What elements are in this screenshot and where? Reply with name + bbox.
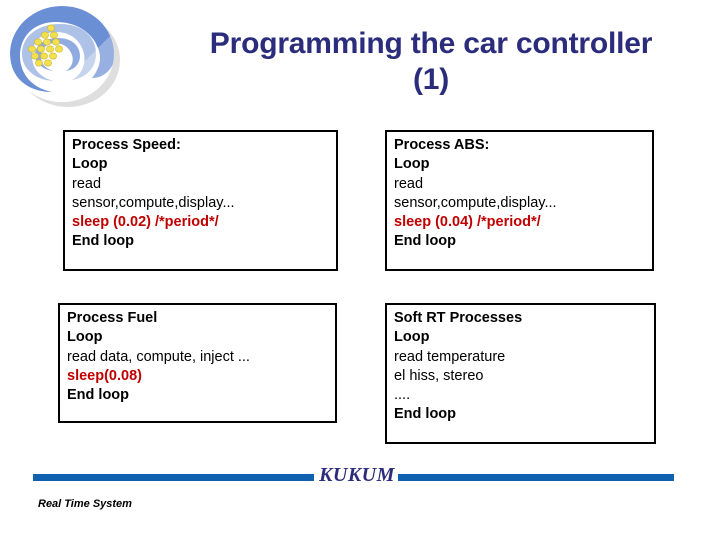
footer-brand: KUKUM [319, 464, 395, 486]
code-line-sleep: sleep (0.04) /*period*/ [394, 214, 541, 231]
code-line: Process ABS: [394, 137, 490, 153]
code-line: Loop [72, 156, 108, 173]
footer-rule-right [398, 474, 674, 481]
code-line: Loop [67, 329, 103, 346]
code-line: sensor,compute,display... [72, 194, 235, 211]
code-line: read [394, 175, 424, 192]
code-line: Process Speed: [72, 137, 181, 153]
slide-title-line-2: (1) [412, 63, 450, 96]
code-line: End loop [394, 233, 457, 250]
code-line: Loop [394, 156, 430, 173]
code-line: Loop [394, 329, 430, 346]
footer-rule-left [33, 474, 314, 481]
code-line: End loop [72, 233, 135, 250]
code-line: read temperature [394, 348, 506, 365]
code-box-process-fuel: Process Fuel Loop read data, compute, in… [58, 303, 337, 423]
code-line: End loop [394, 406, 457, 423]
code-line-sleep: sleep(0.08) [67, 367, 142, 384]
kukum-swirl-logo [4, 2, 128, 108]
slide-title: Programming the car controller (1) [148, 26, 714, 98]
code-line: End loop [67, 387, 130, 404]
code-line: .... [394, 387, 411, 404]
code-box-process-speed: Process Speed: Loop read sensor,compute,… [63, 130, 338, 271]
code-line: sensor,compute,display... [394, 194, 557, 211]
code-line: Soft RT Processes [394, 310, 523, 326]
code-line-sleep: sleep (0.02) /*period*/ [72, 214, 219, 231]
code-line: Process Fuel [67, 310, 158, 326]
code-box-soft-rt-processes: Soft RT Processes Loop read temperature … [385, 303, 656, 444]
code-line: el hiss, stereo [394, 367, 484, 384]
slide-title-line-1: Programming the car controller [209, 27, 653, 60]
code-line: read data, compute, inject ... [67, 348, 250, 365]
footer-note: Real Time System [38, 498, 132, 510]
code-box-process-abs: Process ABS: Loop read sensor,compute,di… [385, 130, 654, 271]
code-line: read [72, 175, 102, 192]
